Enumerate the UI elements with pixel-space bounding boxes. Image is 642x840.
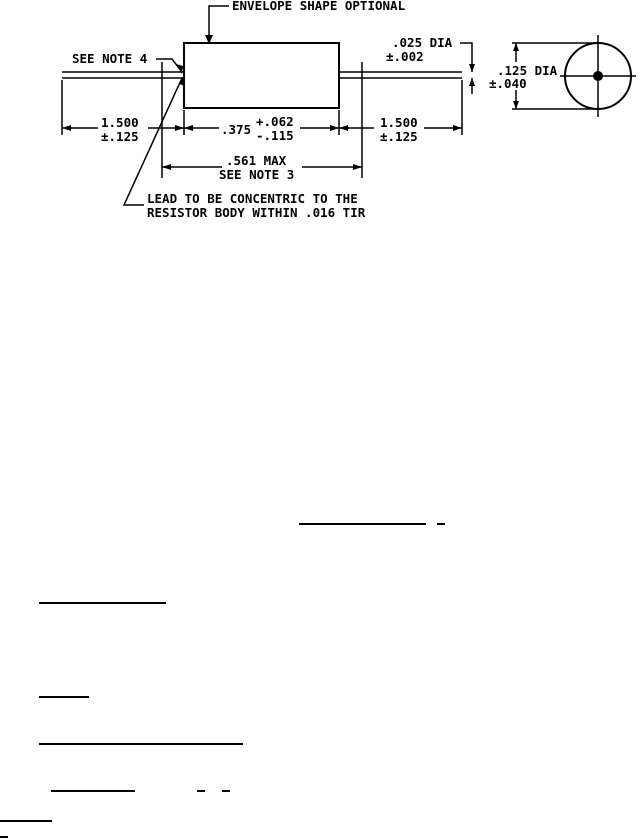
right-lead-length-tolerance: ±.125 xyxy=(380,129,418,144)
concentricity-arrow xyxy=(179,77,185,86)
lead-diameter-tolerance: ±.002 xyxy=(386,49,424,64)
body-length: .375 xyxy=(221,122,251,137)
resistor-outline-drawing: ENVELOPE SHAPE OPTIONAL SEE NOTE 4 .025 … xyxy=(61,0,636,220)
body-diameter-label: .125 DIA xyxy=(497,63,558,78)
rule-4 xyxy=(39,696,89,698)
rule-5 xyxy=(39,743,243,745)
resistor-body xyxy=(183,42,340,109)
lead-diameter-label: .025 DIA xyxy=(392,35,453,50)
rule-3 xyxy=(39,602,166,604)
concentricity-leader xyxy=(122,77,183,206)
body-diameter-arrow-top xyxy=(513,43,519,51)
concentricity-note-line-2: RESISTOR BODY WITHIN .016 TIR xyxy=(147,205,366,220)
lead-diameter-arrow-bottom xyxy=(469,78,475,86)
see-note-4-label: SEE NOTE 4 xyxy=(72,51,147,66)
left-lead-length-tolerance: ±.125 xyxy=(101,129,139,144)
right-lead xyxy=(339,71,462,79)
left-lead-length: 1.500 xyxy=(101,115,139,130)
concentricity-note-line-1: LEAD TO BE CONCENTRIC TO THE xyxy=(147,191,358,206)
body-diameter-tolerance: ±.040 xyxy=(489,76,527,91)
envelope-shape-note: ENVELOPE SHAPE OPTIONAL xyxy=(232,0,406,13)
lead-diameter-leader xyxy=(460,42,473,72)
see-note-3-label: SEE NOTE 3 xyxy=(219,167,294,182)
see-note-4-arrow xyxy=(176,64,183,74)
right-lead-length: 1.500 xyxy=(380,115,418,130)
rule-9 xyxy=(0,820,52,822)
overall-length-max: .561 MAX xyxy=(226,153,287,168)
rule-10 xyxy=(0,836,8,838)
end-view xyxy=(560,35,636,117)
body-length-tolerance-minus: -.115 xyxy=(256,128,294,143)
left-lead xyxy=(62,71,184,79)
rule-2 xyxy=(437,523,445,525)
envelope-leader-arrow xyxy=(205,35,213,44)
rule-8 xyxy=(222,790,230,792)
rule-1 xyxy=(299,523,426,525)
envelope-leader-line xyxy=(208,5,229,43)
rule-6 xyxy=(51,790,135,792)
lead-diameter-arrow-top xyxy=(469,64,475,72)
rule-7 xyxy=(197,790,205,792)
body-length-tolerance-plus: +.062 xyxy=(256,114,294,129)
body-diameter-arrow-bottom xyxy=(513,101,519,109)
